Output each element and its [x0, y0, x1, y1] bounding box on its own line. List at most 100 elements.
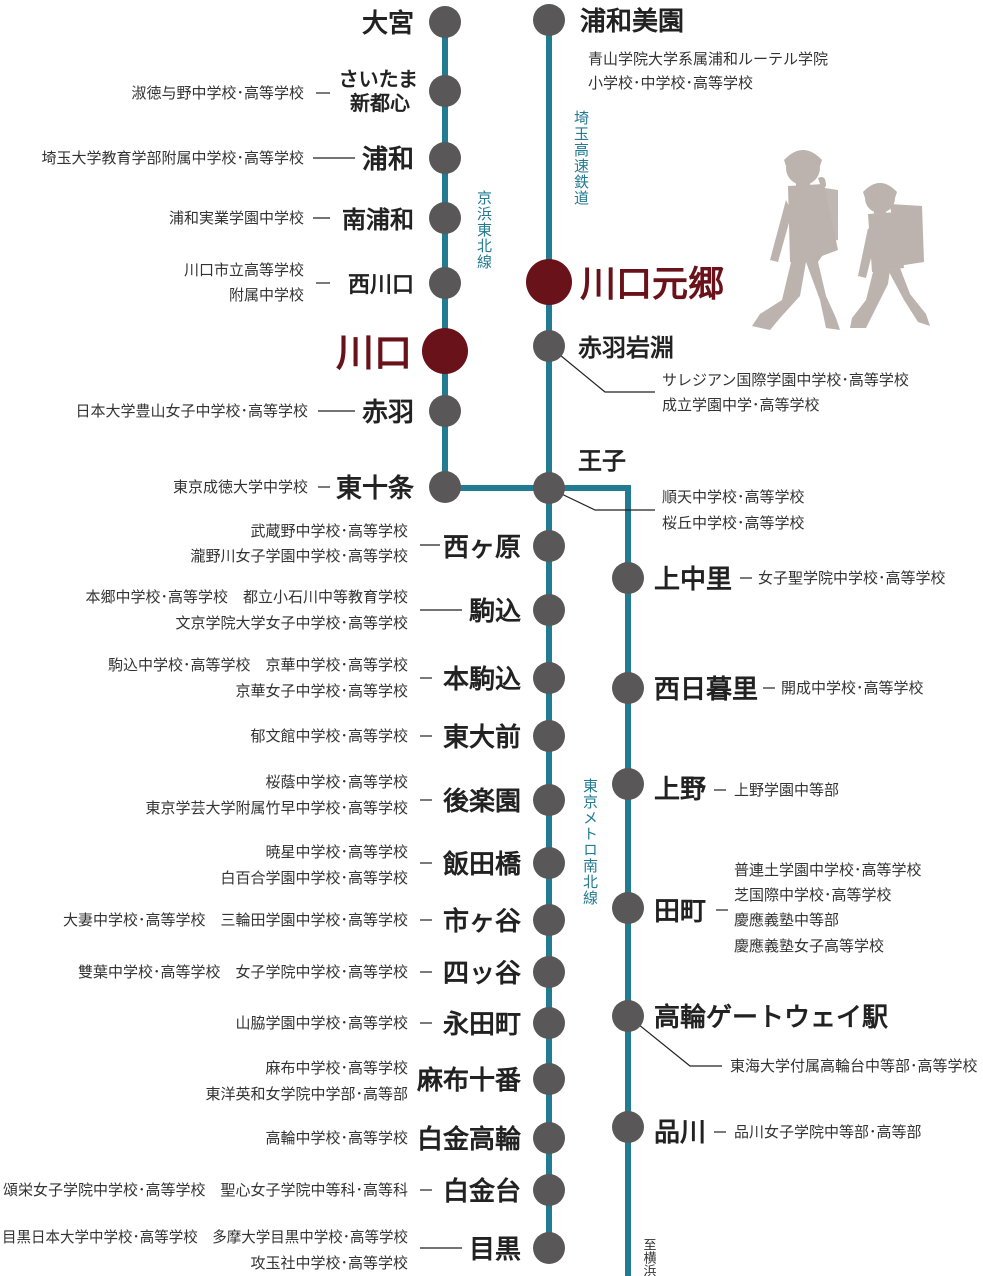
school-list-item: 頌栄女子学院中学校･高等学校 聖心女子学院中等科･高等科	[3, 1181, 408, 1199]
station-name-ichigaya: 市ヶ谷	[443, 906, 522, 937]
school-list-item: 順天中学校･高等学校	[662, 488, 805, 506]
school-list-item: 芝国際中学校･高等学校	[734, 886, 892, 904]
station-names-left: 大宮 さいたま 新都心 浦和 南浦和 西川口 川口 赤羽 東十条 西ヶ原 駒込 …	[336, 8, 522, 1265]
station-dot-azabu-juban	[533, 1063, 565, 1095]
station-name-shirokane-takanawa: 白金高輪	[417, 1124, 522, 1155]
school-list-item: 淑徳与野中学校･高等学校	[131, 84, 304, 102]
station-dot-urawa-misono	[533, 4, 565, 36]
school-list-item: 東京成徳大学中学校	[173, 478, 308, 496]
station-dot-yotsuya	[533, 956, 565, 988]
station-name-nishi-nippori: 西日暮里	[654, 675, 758, 705]
school-list-item: 開成中学校･高等学校	[781, 679, 924, 697]
station-dot-meguro	[533, 1232, 565, 1264]
school-list-item: 郁文館中学校･高等学校	[250, 727, 408, 745]
station-dot-komagome	[533, 594, 565, 626]
station-name-tamachi: 田町	[654, 897, 706, 927]
station-dot-nishigahara	[533, 530, 565, 562]
school-list-item: 桜丘中学校･高等学校	[662, 514, 805, 532]
station-name-todaimae: 東大前	[443, 722, 521, 753]
station-name-komagome: 駒込	[469, 597, 521, 627]
station-name-iidabashi: 飯田橋	[443, 849, 522, 880]
school-list-item: 小学校･中学校･高等学校	[588, 74, 753, 92]
school-list-item: 埼玉大学教育学部附属中学校･高等学校	[41, 149, 304, 167]
station-name-nishigahara: 西ヶ原	[443, 533, 521, 563]
school-list-item: 暁星中学校･高等学校	[265, 843, 408, 861]
station-dot-shirokane-takanawa	[533, 1122, 565, 1154]
station-dot-tamachi	[612, 892, 644, 924]
station-name-saitama-shintoshin-1: さいたま	[339, 67, 418, 91]
station-dot-akabane-iwabuchi	[533, 330, 565, 362]
station-name-oji: 王子	[578, 446, 626, 475]
station-name-yotsuya: 四ッ谷	[443, 959, 522, 989]
school-list-item: 大妻中学校･高等学校 三輪田学園中学校･高等学校	[63, 911, 408, 929]
school-list-item: 麻布中学校･高等学校	[265, 1059, 408, 1077]
station-name-shirokanedai: 白金台	[443, 1176, 521, 1207]
children-illustration	[752, 150, 930, 330]
station-dot-iidabashi	[533, 847, 565, 879]
station-dot-korakuen	[533, 784, 565, 816]
station-dot-kami-nakazato	[612, 562, 644, 594]
station-dot-akabane	[429, 395, 461, 427]
station-names-right: 浦和美園 川口元郷 赤羽岩淵 王子 上中里 西日暮里 上野 田町 高輪ゲートウェ…	[578, 6, 888, 1148]
station-dot-kawaguchi	[422, 328, 468, 374]
school-labels-right: 青山学院大学系属浦和ルーテル学院 小学校･中学校･高等学校 サレジアン国際学園中…	[588, 50, 978, 1141]
station-dot-minami-urawa	[429, 202, 461, 234]
school-list-item: 東洋英和女学院中学部･高等部	[205, 1085, 408, 1103]
station-dot-nishi-kawaguchi	[429, 267, 461, 299]
station-name-korakuen: 後楽園	[443, 786, 521, 817]
station-name-shinagawa: 品川	[654, 1118, 706, 1148]
station-name-omiya: 大宮	[362, 8, 414, 39]
school-list-item: 攻玉社中学校･高等学校	[250, 1254, 408, 1272]
station-name-saitama-shintoshin-2: 新都心	[350, 91, 410, 115]
station-name-kami-nakazato: 上中里	[654, 565, 732, 595]
station-dot-shirokanedai	[533, 1174, 565, 1206]
station-name-kawaguchi: 川口	[336, 330, 412, 375]
school-list-item: 文京学院大学女子中学校･高等学校	[175, 614, 408, 632]
school-list-item: 東京学芸大学附属竹早中学校･高等学校	[145, 799, 408, 817]
school-list-item: 桜蔭中学校･高等学校	[265, 773, 408, 791]
station-name-higashi-jujo: 東十条	[336, 474, 415, 504]
school-list-item: 白百合学園中学校･高等学校	[220, 869, 408, 887]
child-silhouette-small	[850, 183, 930, 328]
child-silhouette-large	[752, 150, 840, 330]
school-list-item: 慶應義塾女子高等学校	[734, 937, 884, 955]
school-list-item: 駒込中学校･高等学校 京華中学校･高等学校	[108, 656, 408, 674]
school-list-item: 普連土学園中学校･高等学校	[734, 861, 922, 879]
school-list-item: 女子聖学院中学校･高等学校	[758, 569, 946, 587]
station-dot-oji	[533, 472, 565, 504]
namboku-line-label: 東京メトロ南北線	[581, 778, 599, 906]
station-name-urawa-misono: 浦和美園	[580, 6, 684, 37]
school-list-item: 成立学園中学･高等学校	[662, 396, 820, 414]
station-dot-takanawa-gateway	[612, 1000, 644, 1032]
school-list-item: 山脇学園中学校･高等学校	[235, 1014, 408, 1032]
station-dot-saitama-shintoshin	[429, 75, 461, 107]
school-list-item: 品川女子学院中等部･高等部	[734, 1123, 922, 1141]
station-name-hon-komagome: 本駒込	[443, 665, 521, 695]
to-yokohama-label: 至横浜	[641, 1238, 657, 1276]
school-list-item: 瀧野川女子学園中学校･高等学校	[190, 547, 408, 565]
school-list-item: 青山学院大学系属浦和ルーテル学院	[588, 50, 828, 68]
station-name-minami-urawa: 南浦和	[342, 205, 414, 234]
station-dot-hon-komagome	[533, 662, 565, 694]
station-dot-ueno	[612, 768, 644, 800]
saitama-kosoku-line-label: 埼玉高速鉄道	[572, 110, 590, 206]
school-list-item: 上野学園中等部	[734, 781, 839, 799]
school-list-item: 日本大学豊山女子中学校･高等学校	[75, 402, 308, 420]
station-dot-omiya	[429, 6, 461, 38]
school-list-item: 京華女子中学校･高等学校	[235, 682, 408, 700]
school-list-item: サレジアン国際学園中学校･高等学校	[662, 371, 909, 389]
school-list-item: 川口市立高等学校	[184, 261, 304, 279]
station-dot-kawaguchi-motogo	[526, 259, 572, 305]
school-list-item: 慶應義塾中等部	[734, 911, 839, 929]
station-dot-nagatacho	[533, 1007, 565, 1039]
station-name-akabane: 赤羽	[362, 398, 414, 428]
station-dot-shinagawa	[612, 1111, 644, 1143]
station-dot-todaimae	[533, 720, 565, 752]
school-list-item: 東海大学付属高輪台中等部･高等学校	[730, 1057, 978, 1075]
station-name-azabu-juban: 麻布十番	[416, 1066, 522, 1096]
school-list-item: 武蔵野中学校･高等学校	[250, 522, 408, 540]
station-dot-ichigaya	[533, 904, 565, 936]
station-name-meguro: 目黒	[469, 1235, 521, 1265]
station-name-nishi-kawaguchi: 西川口	[348, 272, 414, 298]
